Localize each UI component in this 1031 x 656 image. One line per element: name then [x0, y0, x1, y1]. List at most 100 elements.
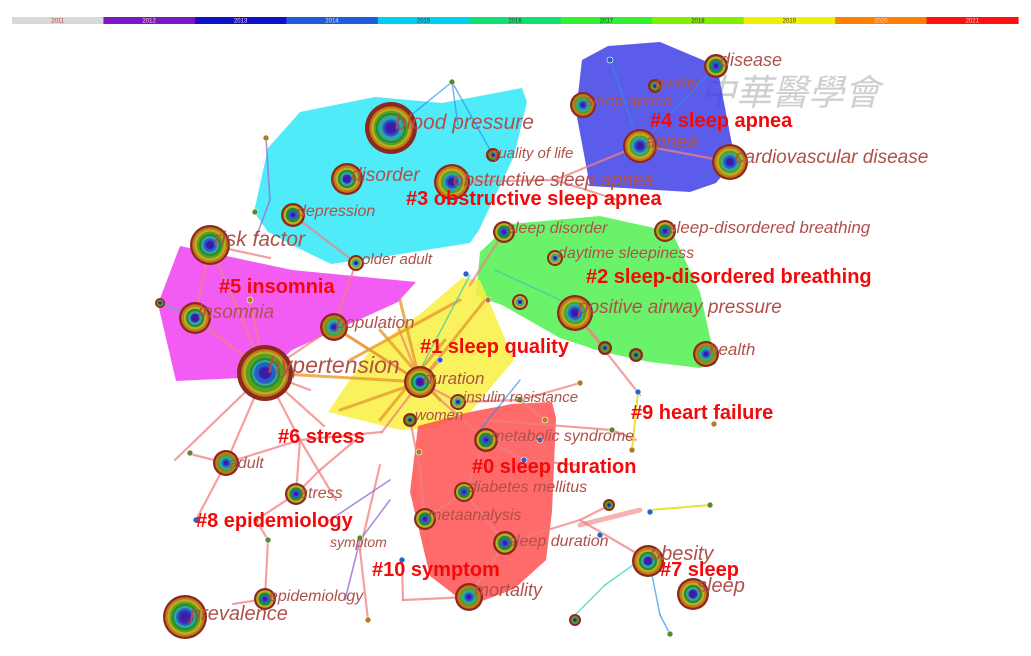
node-metaanalysis[interactable]	[414, 508, 436, 530]
minor-node	[706, 501, 714, 509]
timeline-segment-2011	[12, 17, 105, 24]
minor-node	[484, 296, 492, 304]
node-sleep[interactable]	[677, 578, 709, 610]
keyword-sleep-apnea: sleep apnea	[585, 93, 672, 110]
timeline-segment-2014	[286, 17, 379, 24]
edges	[159, 59, 732, 635]
node-positive-airway-pressure[interactable]	[557, 295, 593, 331]
node-mortality[interactable]	[455, 583, 483, 611]
node-sleep-apnea[interactable]	[570, 92, 596, 118]
hull-cluster-0	[410, 402, 556, 606]
keyword-adult: adult	[229, 455, 264, 472]
node-quality-of-life[interactable]	[486, 148, 500, 162]
node-women[interactable]	[403, 413, 417, 427]
hull-cluster-2	[476, 216, 716, 368]
cluster-label-3: #3 obstructive sleep apnea	[406, 188, 663, 210]
keyword-sleep-duration: sleep duration	[508, 533, 609, 550]
keyword-metaanalysis: metaanalysis	[428, 507, 521, 524]
keyword-quality: quality	[655, 75, 700, 92]
minor-node	[608, 426, 616, 434]
node-blood-pressure[interactable]	[365, 102, 417, 154]
node-stress[interactable]	[285, 483, 307, 505]
minor-node	[520, 456, 528, 464]
watermark: 中華醫學會	[700, 73, 885, 114]
minor-node	[186, 449, 194, 457]
keyword-obesity: obesity	[650, 543, 714, 565]
minor-node	[262, 134, 270, 142]
node-obesity[interactable]	[632, 545, 664, 577]
keyword-women: women	[415, 407, 463, 424]
minor-node	[606, 56, 614, 64]
timeline-year-label: 2020	[874, 19, 888, 25]
minor-node	[252, 516, 260, 524]
minor-node	[448, 78, 456, 86]
timeline-year-label: 2014	[325, 19, 339, 25]
minor-node	[516, 396, 524, 404]
cluster-hulls	[158, 42, 735, 606]
keyword-stress: stress	[300, 485, 343, 502]
node-insomnia[interactable]	[179, 302, 211, 334]
timeline-segment-2013	[194, 17, 287, 24]
timeline-year-label: 2015	[417, 19, 431, 25]
keyword-metabolic-syndrome: metabolic syndrome	[491, 428, 634, 445]
keyword-labels: blood pressure quality of life disorder …	[189, 50, 928, 625]
node-misc-c[interactable]	[629, 348, 643, 362]
cluster-label-8: #8 epidemiology	[196, 510, 354, 532]
keyword-insomnia: insomnia	[198, 302, 274, 323]
node-population[interactable]	[320, 313, 348, 341]
node-insulin-resistance[interactable]	[450, 394, 466, 410]
node-misc-f[interactable]	[569, 614, 581, 626]
keyword-disorder: disorder	[351, 165, 420, 186]
keyword-cardiovascular-disease: cardiovascular disease	[735, 147, 928, 168]
minor-node	[666, 630, 674, 638]
node-adult[interactable]	[213, 450, 239, 476]
node-disease[interactable]	[704, 54, 728, 78]
node-sleep-duration[interactable]	[493, 531, 517, 555]
timeline-segment-2017	[560, 17, 653, 24]
node-hypertension[interactable]	[237, 345, 293, 401]
node-cardiovascular-disease[interactable]	[712, 144, 748, 180]
node-obstructive-sleep-apnea[interactable]	[434, 164, 470, 200]
minor-node	[576, 379, 584, 387]
keyword-population: population	[335, 313, 414, 332]
hull-cluster-5	[158, 246, 416, 381]
node-depression[interactable]	[281, 203, 305, 227]
node-diabetes-mellitus[interactable]	[454, 482, 474, 502]
minor-node	[710, 420, 718, 428]
keyword-disease: disease	[720, 50, 782, 70]
minor-node	[634, 388, 642, 396]
minor-node	[436, 356, 444, 364]
node-sleep-disordered-breathing[interactable]	[654, 220, 676, 242]
node-apnea[interactable]	[623, 129, 657, 163]
node-misc-b[interactable]	[598, 341, 612, 355]
keyword-insulin-resistance: insulin resistance	[463, 389, 578, 406]
node-epidemiology[interactable]	[254, 588, 276, 610]
keyword-diabetes-mellitus: diabetes mellitus	[468, 479, 587, 496]
keyword-mortality: mortality	[474, 580, 543, 600]
timeline-segment-2021	[926, 17, 1019, 24]
node-misc-a[interactable]	[512, 294, 528, 310]
timeline-segment-2015	[377, 17, 470, 24]
node-health[interactable]	[693, 341, 719, 367]
node-misc-e[interactable]	[603, 499, 615, 511]
node-metabolic-syndrome[interactable]	[474, 428, 498, 452]
keyword-symptom: symptom	[330, 534, 387, 550]
node-duration[interactable]	[404, 366, 436, 398]
node-prevalence[interactable]	[163, 595, 207, 639]
keyword-daytime-sleepiness: daytime sleepiness	[558, 245, 694, 262]
node-disorder[interactable]	[331, 163, 363, 195]
node-older-adult[interactable]	[348, 255, 364, 271]
node-sleep-disorder[interactable]	[493, 221, 515, 243]
minor-node	[628, 446, 636, 454]
minor-node	[415, 448, 423, 456]
timeline-year-label: 2017	[600, 19, 614, 25]
node-daytime-sleepiness[interactable]	[547, 250, 563, 266]
node-quality[interactable]	[648, 79, 662, 93]
node-risk-factor[interactable]	[190, 225, 230, 265]
minor-node	[462, 270, 470, 278]
cluster-label-10: #10 symptom	[372, 559, 500, 581]
node-misc-d[interactable]	[155, 298, 165, 308]
cluster-label-2: #2 sleep-disordered breathing	[586, 266, 872, 288]
